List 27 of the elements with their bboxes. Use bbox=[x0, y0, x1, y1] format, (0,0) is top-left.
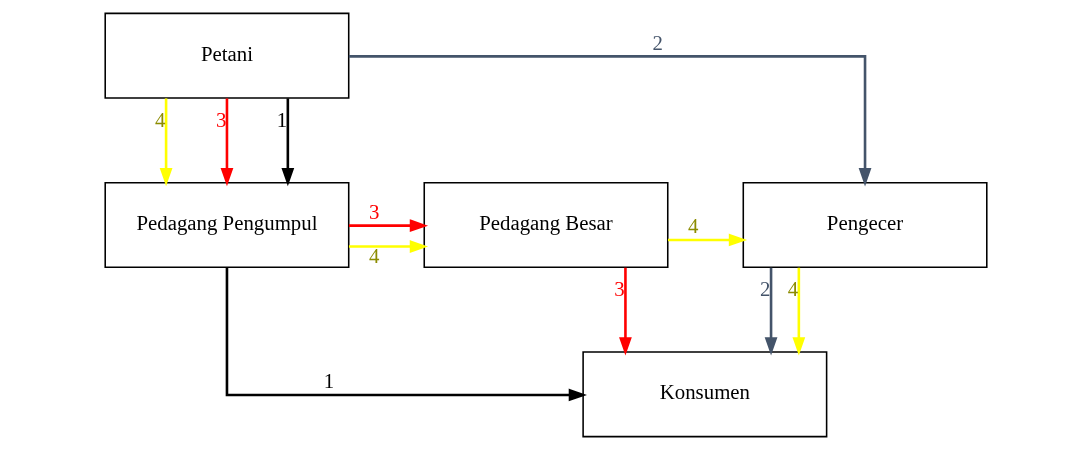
edge-label: 2 bbox=[651, 30, 663, 55]
arrow bbox=[348, 55, 871, 187]
edge-label: 4 bbox=[154, 108, 165, 133]
edge-label: 1 bbox=[276, 108, 287, 133]
edge-label: 4 bbox=[368, 244, 379, 269]
arrow bbox=[667, 233, 747, 247]
arrow bbox=[159, 98, 172, 187]
edge-label: 3 bbox=[215, 108, 226, 133]
edge-label: 3 bbox=[368, 199, 379, 224]
arrow bbox=[280, 98, 294, 187]
edge-label: 2 bbox=[759, 277, 770, 302]
edge-label: 4 bbox=[787, 277, 798, 302]
edge-label: 1 bbox=[323, 369, 334, 394]
node-box: Konsumen bbox=[581, 351, 827, 438]
arrow bbox=[348, 219, 428, 233]
arrow bbox=[764, 267, 777, 356]
node-box: Petani bbox=[103, 12, 349, 99]
edge-label: 4 bbox=[687, 214, 698, 239]
node-box: Pengecer bbox=[742, 181, 988, 269]
arrow bbox=[225, 267, 587, 402]
node-box: Pedagang Besar bbox=[422, 181, 669, 269]
arrow bbox=[220, 98, 233, 187]
arrow bbox=[618, 267, 632, 356]
arrow bbox=[348, 240, 428, 253]
arrow bbox=[791, 267, 805, 356]
node-box: Pedagang Pengumpul bbox=[103, 181, 349, 269]
edge-label: 3 bbox=[613, 277, 625, 302]
